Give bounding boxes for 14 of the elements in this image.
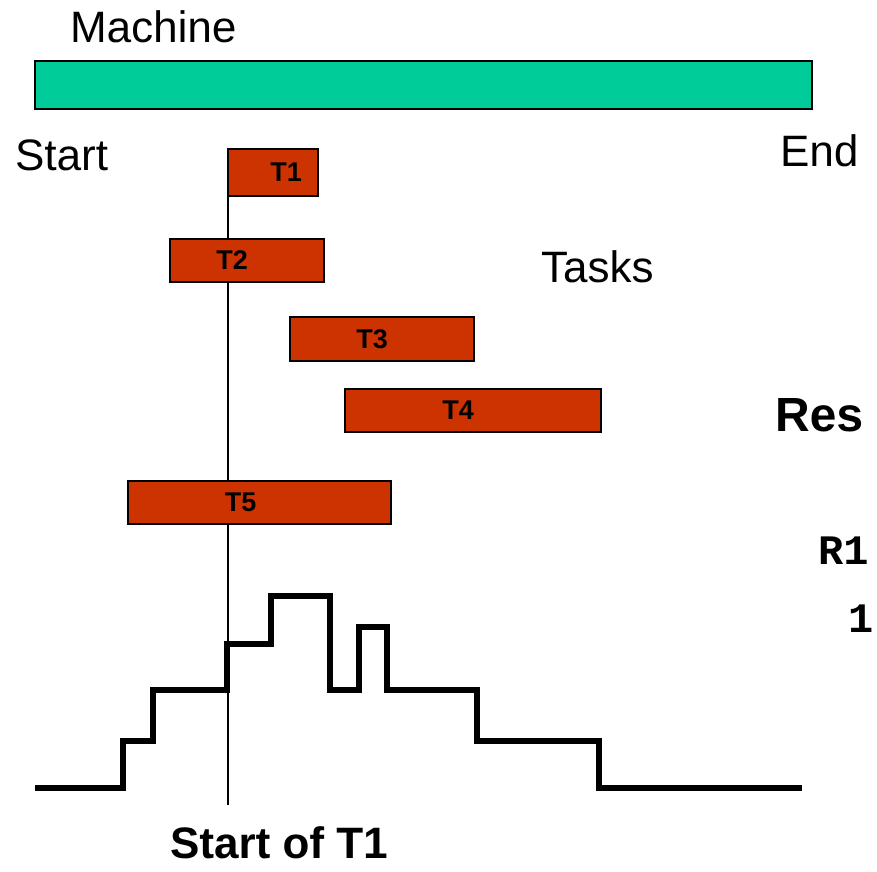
tasks-label: Tasks [541, 246, 654, 290]
task-bar: T1 [227, 148, 319, 197]
resource-value-label: 1 [848, 600, 874, 642]
machine-bar [34, 60, 813, 110]
start-label: Start [15, 134, 108, 178]
task-bar: T5 [127, 480, 392, 525]
task-bar: T4 [344, 388, 602, 433]
end-label: End [780, 130, 858, 174]
machine-label: Machine [70, 6, 236, 50]
task-bar: T3 [289, 316, 475, 362]
resource-label: Res [775, 392, 864, 440]
resource-name-label: R1 [818, 532, 868, 574]
start-marker-label: Start of T1 [170, 822, 388, 866]
task-bar: T2 [169, 238, 325, 283]
